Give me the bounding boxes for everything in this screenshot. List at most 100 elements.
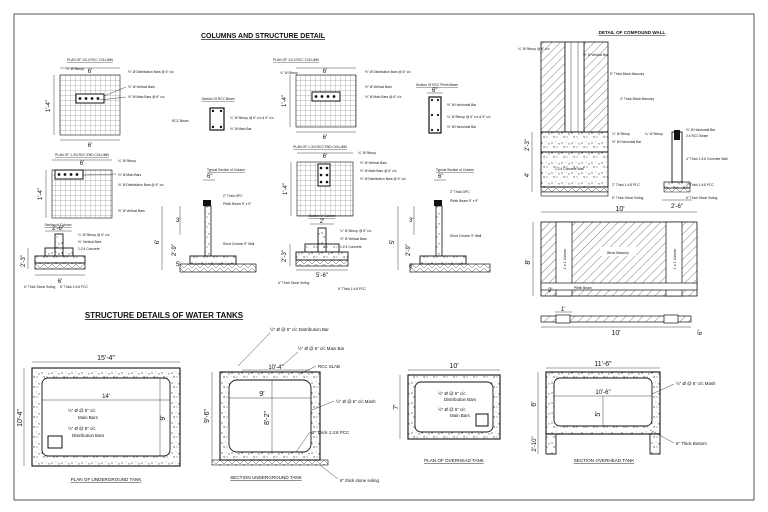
ug-sec-outer-h: 9'-6" — [204, 409, 211, 423]
columns-title: COLUMNS AND STRUCTURE DETAIL — [201, 33, 326, 40]
left-section-vert: ½" Vertical Bars — [78, 240, 102, 244]
right-typ-col: Short Column 9" Wall — [450, 234, 482, 238]
right-typ-dim: 6" — [438, 174, 443, 180]
ug-plan-main-a: ½" Ø @ 6" c/c — [68, 408, 96, 413]
ug-sec-main: ½" Ø @ 6" c/c Main Bar — [298, 346, 345, 351]
cw-elev-pillar-l: 1' x 1' Column — [563, 248, 567, 269]
tanks-title: STRUCTURE DETAILS OF WATER TANKS — [85, 311, 244, 320]
cw-soling-r: 6" Thick Stone Soling — [686, 196, 718, 200]
ug-sec-outer-w: 10'-4" — [268, 365, 283, 371]
left-plan2-title: PLAN OF 1-3/4 RCC END COLUMN — [55, 153, 109, 157]
right-typ-beam: Plinth Beam 9" x 9" — [450, 199, 479, 203]
right-plan2-dim: 6' — [323, 154, 327, 160]
left-plan2-vert: ½" Ø Vertical Bars — [118, 209, 145, 213]
oh-plan-outer-h: 7' — [393, 404, 400, 409]
ug-plan-inner — [41, 377, 171, 457]
ug-sec-soling: 6" thick stone soling — [340, 478, 379, 483]
right-section-conc: 1:2:4 Concrete — [340, 245, 362, 249]
right-plan2-stirrup: ¼" Ø Stirrup — [358, 151, 376, 155]
right-section-soling — [295, 259, 349, 267]
left-beam-title: Section Of RCC Beam — [202, 97, 235, 101]
oh-sec-outer-h: 6' — [531, 401, 538, 406]
wall-masonry-left — [540, 41, 566, 133]
left-section-top: 2'-6" — [52, 226, 64, 232]
left-plan1-side: 1'-4" — [46, 100, 52, 112]
left-column-set: PLAN OF 1/2-4 RCC COLUMN 6' 1'-4" ¼" Ø S… — [21, 58, 274, 289]
right-plan2-column — [317, 163, 331, 187]
left-typ-h2: 2'-9" — [172, 244, 178, 256]
right-section-stirrup: ¼" Ø Stirrup @ 6" c/c — [340, 229, 372, 233]
ug-plan-dist-b: Distribution Bars — [72, 433, 105, 438]
cw-elev-pillar-right — [665, 221, 683, 297]
left-typ-column — [204, 205, 212, 257]
left-section-h: 2'-3" — [21, 255, 27, 267]
oh-plan-dist-b: Distribution Bars — [444, 397, 477, 402]
left-plan1-stirrup: ¼" Ø Stirrup — [66, 67, 84, 71]
ug-section: ½" Ø @ 6" c/c Distribution Bar ½" Ø @ 6"… — [204, 327, 379, 483]
oh-section: 11'-6" 10'-6" 5' 6' 2'-10" ½" Ø @ 6" c/c… — [531, 361, 716, 463]
left-section-conc: 1:2:4 Concrete — [78, 247, 100, 251]
left-section-stirrup: ¼" Ø Stirrup @ 6" c/c — [78, 233, 110, 237]
right-plan2-title: PLAN OF 1-3/4 RCC END COLUMN — [293, 145, 347, 149]
right-section-soling-label: 6" Thick Stone Soling — [278, 281, 310, 285]
cw-hor-bar-r: ½" Ø Horizontal Bar — [686, 128, 716, 132]
cw-elev-ground: 2' — [548, 288, 552, 294]
left-section-w: 6' — [58, 279, 62, 285]
oh-sec-leg-h: 2'-10" — [532, 436, 538, 451]
ug-sec-inner-w: 9' — [259, 391, 264, 398]
left-plan1-mesh — [59, 74, 121, 136]
right-plan2-side: 1'-4" — [283, 183, 289, 195]
left-typ-col: Short Column 9" Wall — [223, 242, 255, 246]
cw-elev-pillar-r: 1' x 1' Column — [673, 248, 677, 269]
ug-sec-mash: ½" Ø @ 6" c/c Mash — [336, 399, 376, 404]
right-plan1-stirrup: ¼" Ø Stirrup — [280, 71, 298, 75]
left-plan2-column — [54, 169, 84, 180]
oh-sec-bottom: 6" Thick Bottom — [676, 441, 707, 446]
ug-plan-main-b: Main Bars — [78, 415, 99, 420]
oh-sec-inner-w: 10'-6" — [595, 390, 610, 396]
cw-plan-w: 10' — [611, 330, 620, 337]
cw-plan-strip — [540, 315, 692, 323]
ug-sec-dist: ½" Ø @ 6" c/c Distribution Bar — [270, 327, 329, 332]
cw-conc-wall: 4" Thick 1:3:6 Concrete Wall — [686, 157, 728, 161]
right-column-set: PLAN OF 1/2-4 RCC COLUMN 6' 1'-4" ¼" Ø S… — [273, 58, 491, 291]
left-typ-h3: 6' — [155, 240, 161, 244]
right-plan1-title: PLAN OF 1/2-4 RCC COLUMN — [273, 58, 319, 62]
oh-plan-dist-a: ½" Ø @ 6" c/c — [438, 391, 466, 396]
oh-sec-leg-left — [545, 433, 557, 455]
left-typ-h1: 3' — [176, 218, 180, 224]
right-plan2-vert: ½" Ø Vertical Bars — [360, 161, 387, 165]
left-beam-label: RCC Beam — [172, 119, 189, 123]
right-section-title: Section of Column — [309, 214, 336, 218]
right-section-top: 2' — [320, 219, 324, 225]
left-typ-h4: 5' — [176, 262, 180, 268]
left-typ-title: Typical Section of Column — [207, 168, 245, 172]
compound-wall-title: DETAIL OF COMPOUND WALL — [599, 30, 666, 35]
ug-plan-outer-w: 15'-4" — [97, 355, 115, 362]
oh-plan: 10' 7' ½" Ø @ 6" c/c Distribution Bars ½… — [393, 363, 501, 463]
left-beam-section — [209, 107, 225, 131]
cw-stirrup-mid: ¼" Ø Stirrup — [612, 132, 630, 136]
left-plan1-vert: ½" Ø Vertical Bars — [128, 85, 155, 89]
sheet-border — [13, 13, 755, 501]
left-beam-stirrup: ¼" Ø Stirrup @ 6" c/c & 9" c/c — [230, 116, 274, 120]
right-beam-dim: 6" — [432, 88, 437, 94]
right-section-w: 5'-6" — [316, 273, 328, 279]
ug-sec-pcc: 3" Thick 1:4:8 PCC — [312, 430, 349, 435]
right-section-vert: ½" Ø Vertical Bars — [340, 237, 367, 241]
left-plan1-title: PLAN OF 1/2-4 RCC COLUMN — [67, 58, 113, 62]
compound-wall-detail: DETAIL OF COMPOUND WALL ¼" Ø Stirrup @ 6… — [518, 30, 728, 337]
wall-foundation — [540, 151, 609, 188]
wall-masonry-right — [583, 41, 609, 133]
left-plan1-main: ½" Ø Main Bars @ 6" c/c — [128, 95, 165, 99]
oh-plan-main-b: Main Bars — [450, 413, 471, 418]
right-beam-hor: ½" Ø Horizontal Bar — [447, 125, 477, 129]
right-typ-dpc: 2" Thick DPC — [450, 190, 470, 194]
right-typ-h2: 2'-9" — [406, 244, 412, 256]
cw-elev-pillar-left — [555, 221, 573, 297]
right-section-pcc: 6" Thick 1:4:8 PCC — [338, 287, 366, 291]
oh-sec-mash: ½" Ø @ 6" c/c Mash — [676, 381, 716, 386]
cw-pcc-r: 2" Thick 1:4:8 PCC — [686, 183, 714, 187]
wall-plinth — [540, 131, 609, 153]
cw-elev-w: 10' — [615, 206, 624, 213]
